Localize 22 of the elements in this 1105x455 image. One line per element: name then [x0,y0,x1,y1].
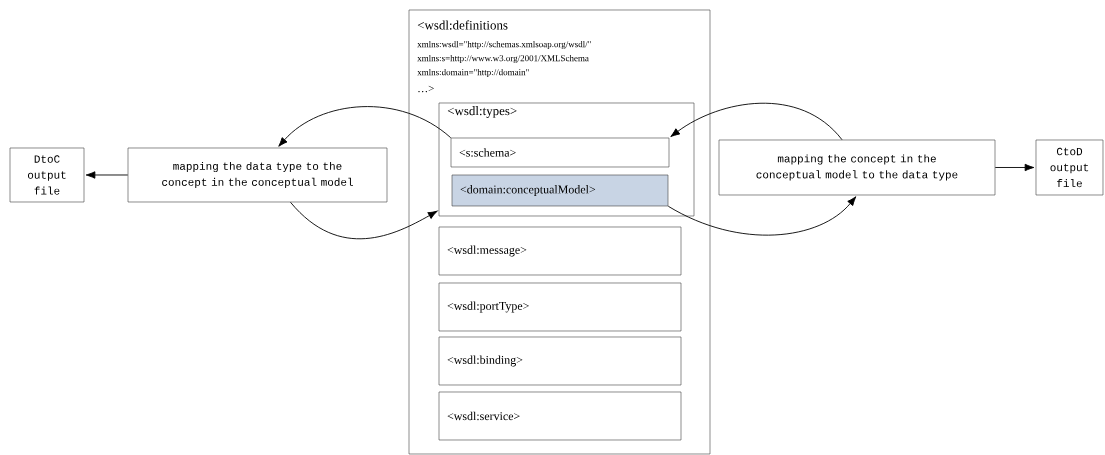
process-box: CtoD output file [1035,139,1104,196]
namespace-text: …> [418,85,434,93]
process-box: mapping the data type to the concept in the conceptual model [127,147,388,203]
heading-text: <wsdl:definitions [417,20,508,30]
namespace-text: xmlns:s=http://www.w3.org/2001/XMLSchema [417,54,589,64]
arrow [278,106,452,147]
element-box: <wsdl:binding> [438,336,682,386]
arrow [85,171,129,179]
heading-text: <wsdl:types> [447,106,517,118]
namespace-text: xmlns:domain="http://domain" [417,68,529,78]
process-box: mapping the concept in the conceptual model to the data type [718,139,996,196]
process-box: DtoC output file [9,147,85,203]
element-box: <wsdl:message> [438,226,682,276]
element-box: <wsdl:service> [438,391,682,441]
arrow [667,196,857,236]
arrow [290,201,438,240]
element-box: <domain:conceptualModel> [451,174,669,207]
namespace-text: xmlns:wsdl="http://schemas.xmlsoap.org/wsdl/" [417,40,591,50]
element-box: <s:schema> [450,137,670,168]
arrow [994,163,1035,172]
arrow [670,102,843,141]
element-box: <wsdl:portType> [438,282,682,332]
